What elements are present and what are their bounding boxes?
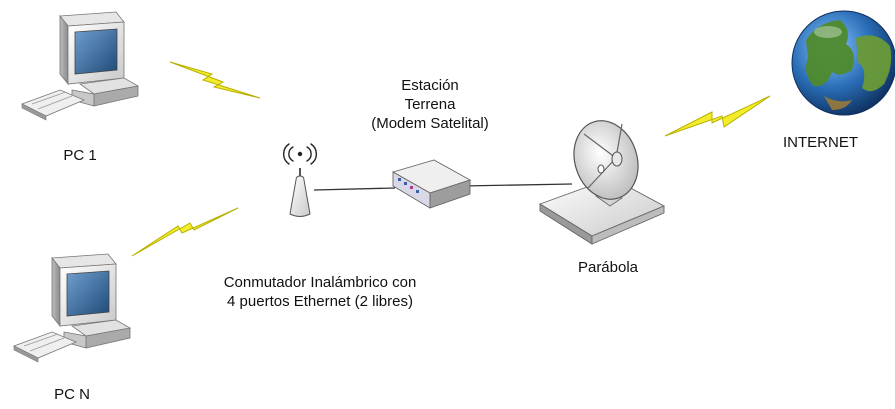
pc1-label: PC 1 (63, 147, 97, 164)
wireless-switch-label-line1: Conmutador Inalámbrico con (223, 274, 417, 291)
dish-label: Parábola (577, 259, 639, 276)
modem-icon (391, 159, 472, 209)
wireless-switch-label: Conmutador Inalámbrico con 4 puertos Eth… (180, 273, 460, 311)
lightning-icon (169, 61, 261, 99)
wireless-signal-icon (283, 143, 317, 165)
earth-station-label-line3: (Modem Satelital) (371, 115, 489, 132)
link-ap-modem (313, 187, 396, 191)
pcn-label: PC N (54, 386, 90, 403)
satellite-dish-icon (538, 120, 666, 245)
pcn-computer-icon (12, 253, 132, 363)
earth-station-label-line1: Estación (401, 77, 459, 94)
lightning-icon (131, 207, 239, 257)
lightning-icon (664, 95, 771, 137)
globe-icon (791, 10, 895, 116)
internet-label: INTERNET (783, 134, 858, 151)
wireless-access-point (283, 143, 317, 217)
wireless-switch-label-line2: 4 puertos Ethernet (2 libres) (227, 293, 413, 310)
link-modem-dish (461, 183, 573, 187)
earth-station-label-line2: Terrena (404, 96, 456, 113)
earth-station-label: Estación Terrena (Modem Satelital) (340, 76, 520, 133)
pc1-computer-icon (20, 11, 140, 121)
